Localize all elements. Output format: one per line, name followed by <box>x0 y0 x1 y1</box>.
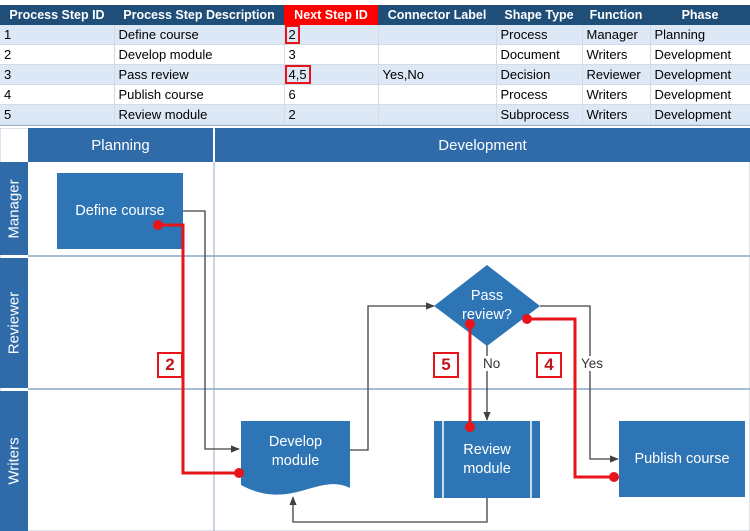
callout-2: 2 <box>157 352 183 378</box>
shape-publish-course[interactable] <box>619 421 745 497</box>
annotation-line-4 <box>527 317 614 479</box>
annotation-dot <box>465 422 475 432</box>
connector-yes <box>540 305 619 463</box>
shape-define-course[interactable] <box>57 173 183 249</box>
table-row: 3 Pass review 4,5 Yes,No Decision Review… <box>0 64 750 85</box>
cell-phase[interactable]: Planning <box>650 25 750 45</box>
cell-phase[interactable]: Development <box>650 84 750 105</box>
cell-description[interactable]: Define course <box>114 25 285 45</box>
cell-description[interactable]: Review module <box>114 104 285 125</box>
table-row: 4 Publish course 6 Process Writers Devel… <box>0 84 750 105</box>
connector-develop-to-review <box>350 302 435 451</box>
phase-header-planning: Planning <box>28 128 213 162</box>
cell-step-id[interactable]: 1 <box>0 25 115 45</box>
lane-header-reviewer: Reviewer <box>0 258 28 388</box>
cell-connector-label[interactable] <box>378 104 497 125</box>
shape-develop-module[interactable] <box>241 421 350 495</box>
cell-phase[interactable]: Development <box>650 104 750 125</box>
annotation-line-2 <box>158 223 239 475</box>
phase-header-development: Development <box>215 128 750 162</box>
header-function[interactable]: Function <box>582 5 650 25</box>
cell-step-id[interactable]: 3 <box>0 64 115 85</box>
lane-label-writers: Writers <box>5 437 23 485</box>
cell-phase[interactable]: Development <box>650 64 750 85</box>
callout-4: 4 <box>536 352 562 378</box>
connector-define-to-develop <box>183 210 240 453</box>
shape-review-module[interactable] <box>434 421 540 498</box>
annotation-dot <box>609 472 619 482</box>
header-connector-label[interactable]: Connector Label <box>378 5 496 25</box>
header-phase[interactable]: Phase <box>650 5 750 25</box>
next-step-highlight: 2 <box>284 25 300 44</box>
flow-connectors <box>183 210 619 523</box>
cell-shape-type[interactable]: Subprocess <box>496 104 583 125</box>
cell-function[interactable]: Writers <box>582 104 651 125</box>
table-row: 2 Develop module 3 Document Writers Deve… <box>0 44 750 65</box>
cell-next-step[interactable]: 2 <box>284 104 379 125</box>
cell-step-id[interactable]: 5 <box>0 104 115 125</box>
cell-function[interactable]: Manager <box>582 25 651 45</box>
table-diagram-divider <box>0 125 750 126</box>
cell-shape-type[interactable]: Process <box>496 25 583 45</box>
label-define-course: Define course <box>75 202 165 219</box>
connector-label-no: No <box>482 356 502 371</box>
annotation-dot <box>522 314 532 324</box>
lane-label-reviewer: Reviewer <box>5 291 23 355</box>
annotation-lines <box>158 223 614 479</box>
header-process-step-description[interactable]: Process Step Description <box>114 5 284 25</box>
cell-phase[interactable]: Development <box>650 44 750 65</box>
header-process-step-id[interactable]: Process Step ID <box>0 5 114 25</box>
cell-next-step[interactable]: 4,5 <box>284 64 379 85</box>
next-step-highlight: 4,5 <box>284 65 311 84</box>
cell-description[interactable]: Develop module <box>114 44 285 65</box>
cell-connector-label[interactable] <box>378 25 497 45</box>
label-review-module: Review module <box>443 421 531 498</box>
cross-functional-flowchart: Planning Development Manager Reviewer Wr… <box>0 128 750 531</box>
cell-connector-label[interactable]: Yes,No <box>378 64 497 85</box>
annotation-dots <box>153 220 619 482</box>
table-row: 1 Define course 2 Process Manager Planni… <box>0 25 750 45</box>
cell-step-id[interactable]: 2 <box>0 44 115 65</box>
lane-label-manager: Manager <box>5 178 23 239</box>
process-table: Process Step ID Process Step Description… <box>0 5 750 125</box>
cell-next-step[interactable]: 2 <box>284 25 379 45</box>
label-pass-line2: review? <box>462 307 512 323</box>
cell-function[interactable]: Writers <box>582 44 651 65</box>
annotation-dot <box>234 468 244 478</box>
annotation-dot <box>153 220 163 230</box>
label-develop-line1: Develop <box>268 434 323 450</box>
cell-function[interactable]: Reviewer <box>582 64 651 85</box>
flowchart-canvas <box>0 128 750 531</box>
connector-review-back-to-develop <box>289 496 488 523</box>
shape-pass-review[interactable] <box>434 265 540 346</box>
cell-step-id[interactable]: 4 <box>0 84 115 105</box>
label-develop-line2: module <box>271 453 320 469</box>
label-publish-course: Publish course <box>634 450 730 467</box>
cell-shape-type[interactable]: Process <box>496 84 583 105</box>
header-shape-type[interactable]: Shape Type <box>496 5 582 25</box>
label-review-line2: module <box>463 460 511 477</box>
lane-header-manager: Manager <box>0 162 28 255</box>
cell-shape-type[interactable]: Decision <box>496 64 583 85</box>
header-next-step-id[interactable]: Next Step ID <box>284 5 378 25</box>
lane-header-writers: Writers <box>0 391 28 531</box>
annotation-dot <box>465 319 475 329</box>
cell-shape-type[interactable]: Document <box>496 44 583 65</box>
label-pass-line1: Pass <box>470 288 504 304</box>
cell-connector-label[interactable] <box>378 84 497 105</box>
cell-description[interactable]: Pass review <box>114 64 285 85</box>
label-pass-review: Pass review? <box>434 278 540 334</box>
connector-label-yes: Yes <box>580 356 605 371</box>
cell-next-step[interactable]: 3 <box>284 44 379 65</box>
label-review-line1: Review <box>463 441 511 458</box>
table-row: 5 Review module 2 Subprocess Writers Dev… <box>0 104 750 125</box>
cell-connector-label[interactable] <box>378 44 497 65</box>
callout-5: 5 <box>433 352 459 378</box>
label-develop-module: Develop module <box>241 421 350 483</box>
cell-next-step[interactable]: 6 <box>284 84 379 105</box>
cell-function[interactable]: Writers <box>582 84 651 105</box>
table-header-row: Process Step ID Process Step Description… <box>0 5 750 25</box>
cell-description[interactable]: Publish course <box>114 84 285 105</box>
